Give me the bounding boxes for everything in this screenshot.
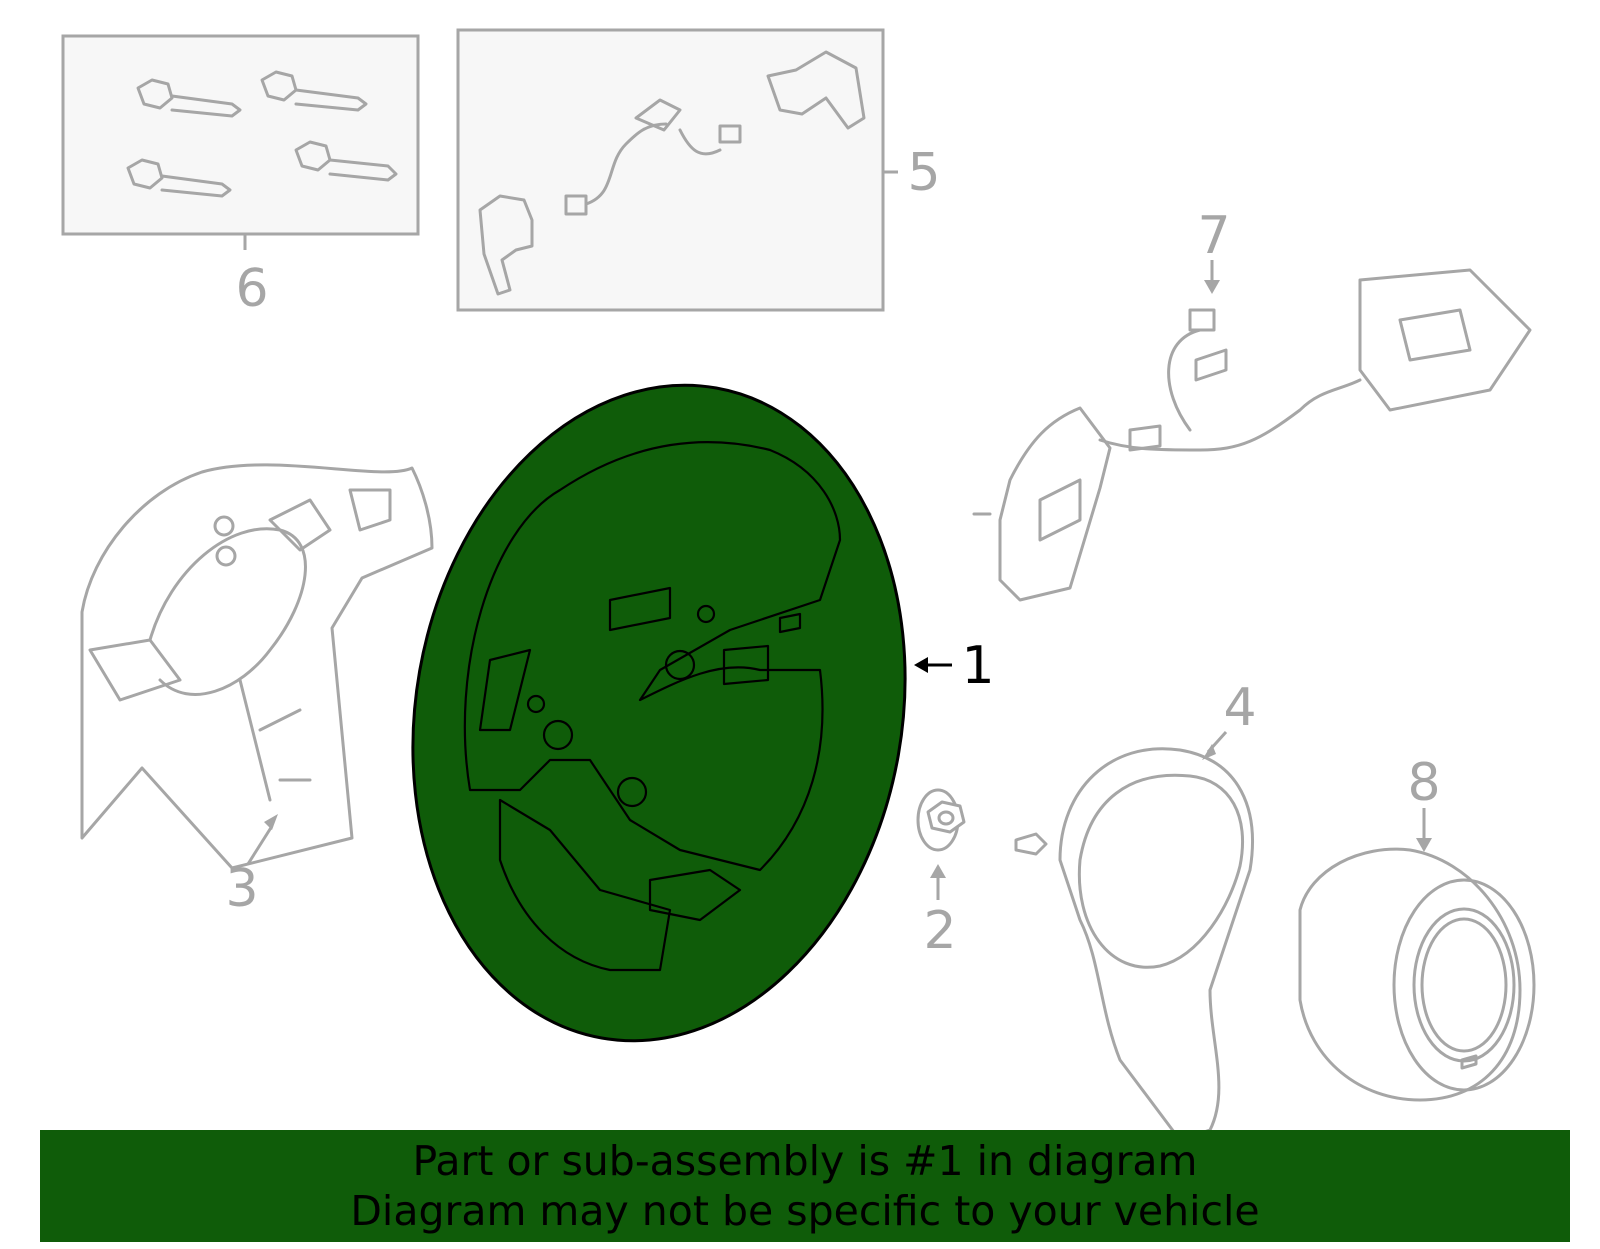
- callout-2: 2: [923, 901, 956, 961]
- callout-3: 3: [225, 859, 258, 919]
- paddle-shifter-box: [456, 28, 898, 312]
- callout-6: 6: [235, 259, 268, 319]
- trim-ring-part: [1014, 747, 1254, 1142]
- steering-cover-part: [80, 463, 434, 870]
- steering-wheel-part: [411, 383, 907, 1043]
- callout-1: 1: [961, 636, 994, 696]
- banner-line-2: Diagram may not be specific to your vehi…: [350, 1187, 1260, 1235]
- callout-5: 5: [907, 143, 940, 203]
- switch-harness-part: [972, 268, 1532, 602]
- bolt-kit-box: [61, 34, 420, 250]
- callout-8: 8: [1407, 753, 1440, 813]
- info-banner: Part or sub-assembly is #1 in diagram Di…: [40, 1130, 1570, 1242]
- callout-4: 4: [1223, 678, 1256, 738]
- banner-line-1: Part or sub-assembly is #1 in diagram: [412, 1137, 1198, 1185]
- nut-part: [916, 788, 966, 852]
- callout-7: 7: [1197, 206, 1230, 266]
- airbag-part: [1298, 847, 1536, 1102]
